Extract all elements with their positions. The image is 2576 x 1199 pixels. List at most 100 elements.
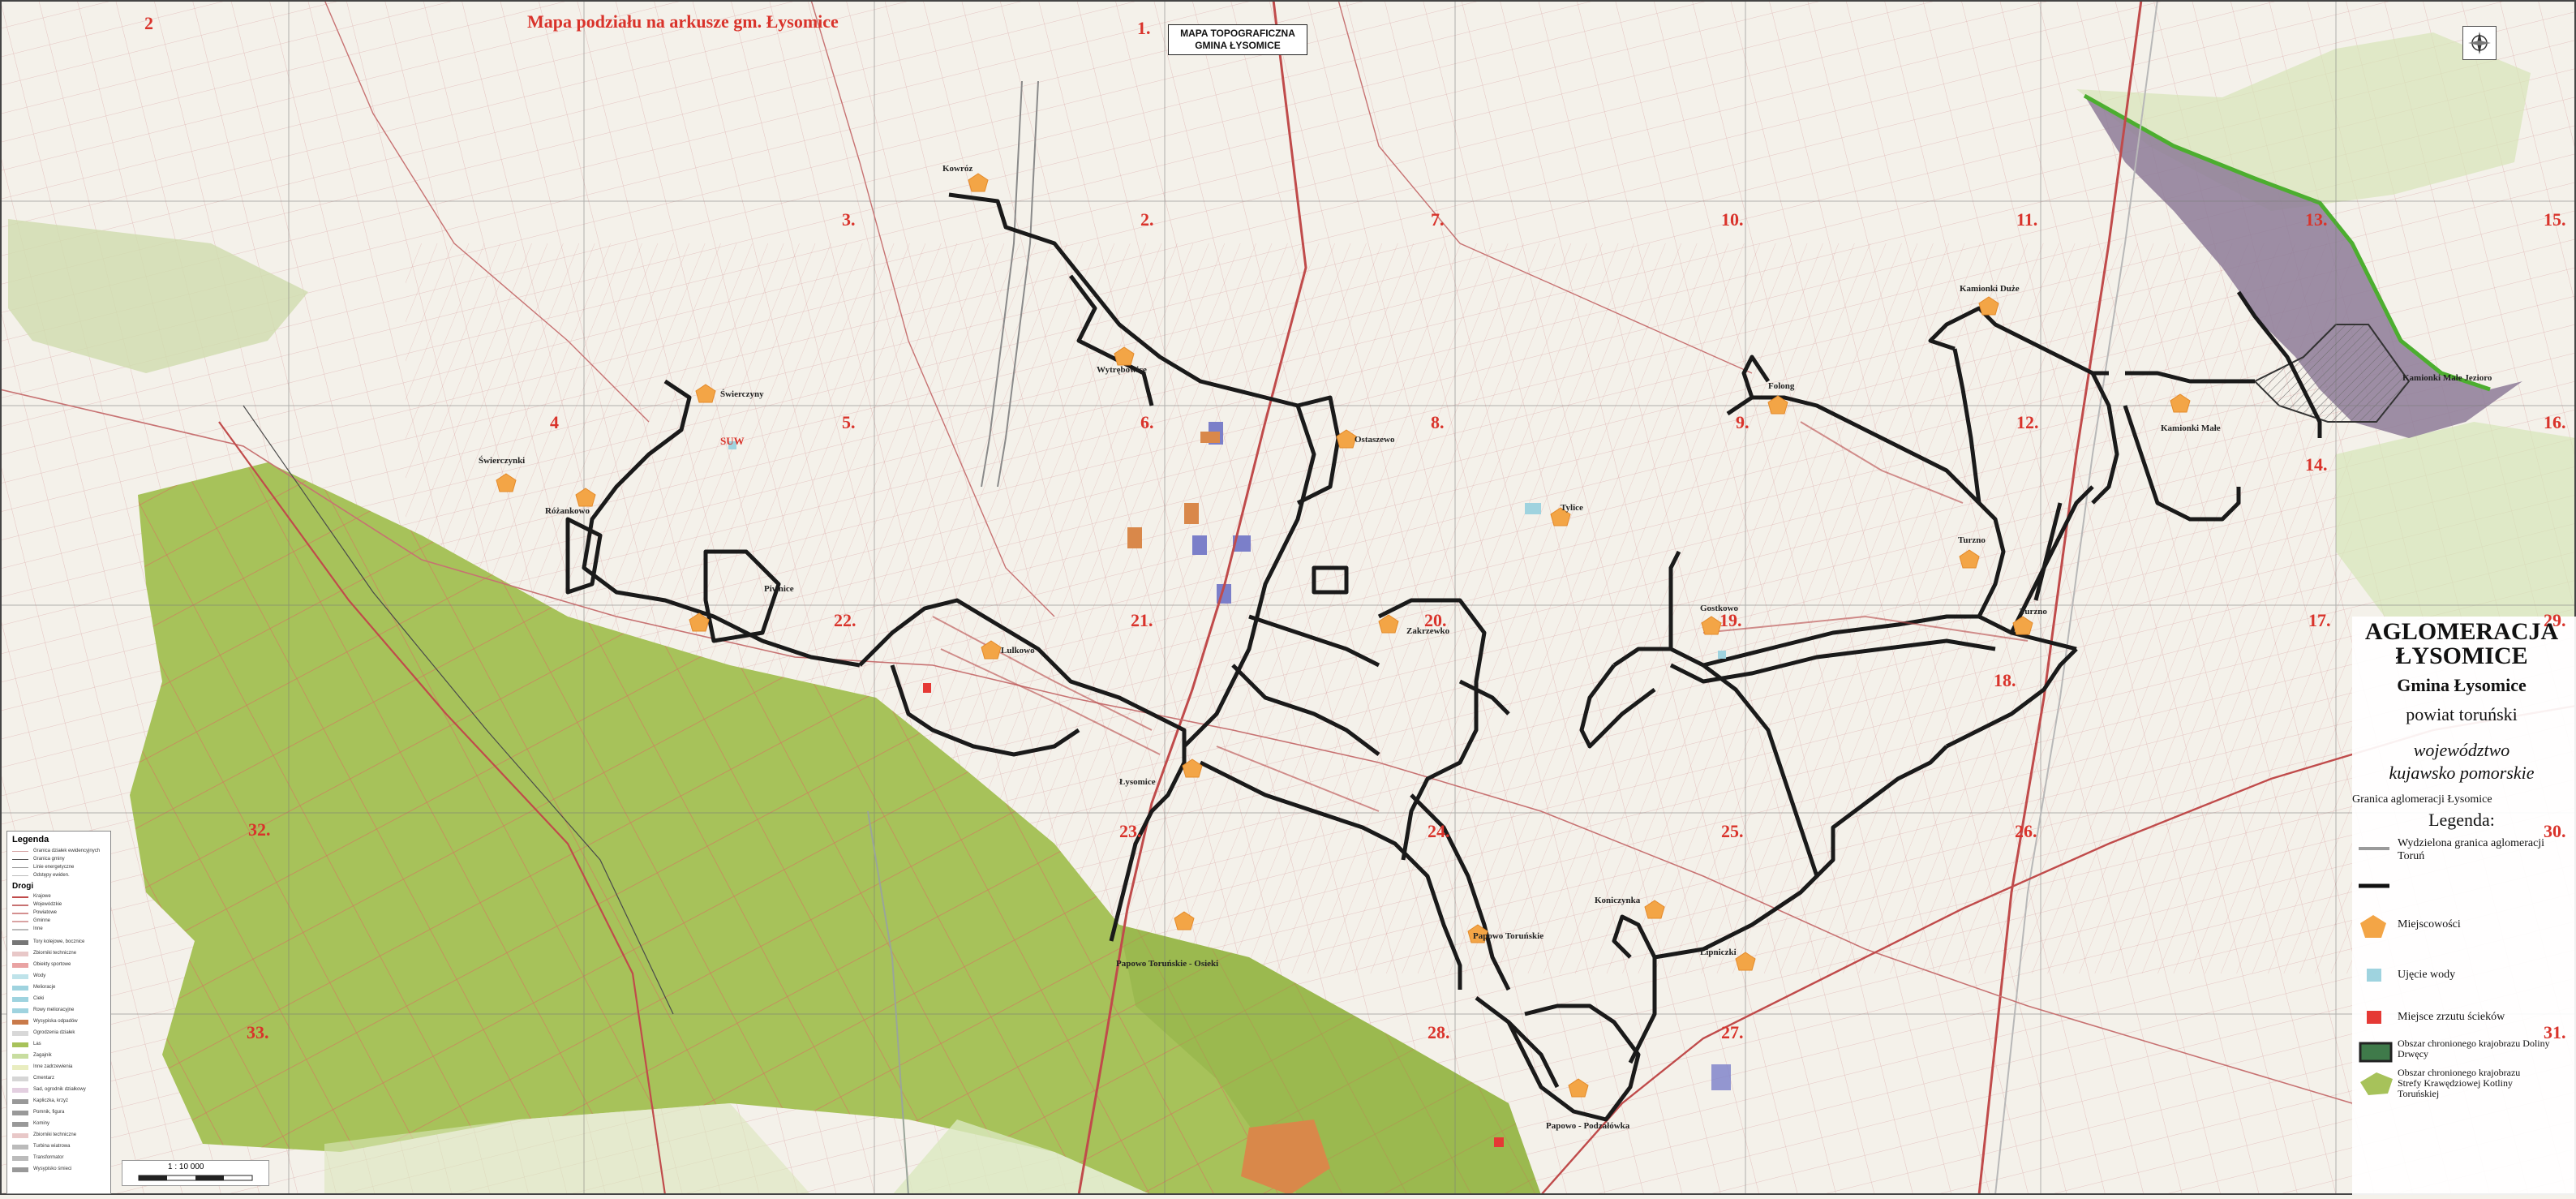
place-label: Kowróz: [942, 164, 973, 174]
legend-swatch: [12, 1054, 28, 1059]
legend-label: Obszar chronionego krajobrazu Strefy Kra…: [2398, 1067, 2521, 1099]
legend-swatch: [12, 929, 28, 930]
voivodeship-label-line2: kujawsko pomorskie: [2389, 763, 2535, 783]
building-block: [1127, 527, 1142, 548]
legend-item: Zbiorniki techniczne: [12, 950, 109, 957]
agglomeration-title: AGLOMERACJA ŁYSOMICE: [2352, 620, 2571, 668]
sheet-number: 1.: [1137, 18, 1151, 38]
legend-swatch: [12, 905, 28, 906]
legend-item: Kapliczka, krzyż: [12, 1098, 109, 1105]
village-marker: [1568, 1078, 1589, 1098]
scale-bar: 1 : 10 000: [122, 1160, 269, 1186]
legend-item: Cieki: [12, 995, 109, 1003]
sheet-number: 19.: [1719, 610, 1742, 630]
village-marker: [1767, 395, 1788, 415]
legend-item-label: Granica gminy: [33, 857, 65, 862]
legend-label: Miejscowości: [2398, 918, 2461, 930]
water-body: [1525, 503, 1541, 514]
legend-item: Kominy: [12, 1120, 109, 1128]
legend-item-label: Linie energetyczne: [33, 865, 75, 870]
water-intake-marker: [1718, 651, 1726, 659]
place-label: Koniczynka: [1595, 896, 1641, 905]
legend-item: Wysypiska odpadów: [12, 1018, 109, 1025]
building-block: [1711, 1064, 1731, 1090]
legend-item: Rowy melioracyjne: [12, 1007, 109, 1014]
sheet-number: 2: [144, 13, 153, 33]
village-marker: [1735, 952, 1756, 971]
meadow-patch: [8, 219, 308, 373]
legend-swatch: [12, 997, 28, 1002]
sheet-number: 28.: [1428, 1022, 1450, 1042]
legend-item-label: Pomnik, figura: [33, 1110, 65, 1115]
legend-swatch: [12, 1099, 28, 1104]
legend-item-label: Gminne: [33, 918, 51, 923]
legend-item-label: Kominy: [33, 1121, 50, 1126]
discharge-marker: [923, 683, 931, 693]
water-intake-legend-icon: [2367, 969, 2381, 982]
legend-item: Turbina wiatrowa: [12, 1143, 109, 1150]
place-label: Łysomice: [1119, 777, 1156, 787]
legend-item: Transformator: [12, 1154, 109, 1162]
legend-swatch: [12, 921, 28, 922]
village-marker: [496, 473, 517, 492]
village-marker: [1114, 346, 1135, 366]
legend-item-label: Inne zadrzewienia: [33, 1064, 73, 1069]
sheet-number: 16.: [2544, 412, 2566, 432]
legend-item-label: Rowy melioracyjne: [33, 1008, 75, 1012]
left-legend-title: Legenda: [12, 835, 49, 844]
village-marker: [2170, 393, 2191, 413]
legend-swatch: [12, 1133, 28, 1138]
legend-swatch: [12, 875, 28, 876]
right-legend-panel: AGLOMERACJA ŁYSOMICE Gmina Łysomice powi…: [2352, 617, 2571, 1119]
legend-item-label: Powiatowe: [33, 910, 58, 915]
sheet-number: 10.: [1721, 209, 1744, 230]
forest-clearing: [892, 1119, 1152, 1195]
sheet-number: 11.: [2016, 209, 2038, 230]
legend-swatch: [12, 940, 28, 945]
powiat-label: powiat toruński: [2406, 704, 2518, 724]
building-block: [1200, 432, 1220, 443]
legend-item-label: Wysypiska odpadów: [33, 1019, 78, 1024]
building-block: [1184, 503, 1199, 524]
legend-swatch: [12, 1077, 28, 1081]
village-marker: [1959, 549, 1980, 569]
right-panel-symbols: [2352, 617, 2576, 1195]
village-markers: [496, 173, 2191, 1098]
legend-item-label: Kapliczka, krzyż: [33, 1098, 69, 1103]
place-label: Tylice: [1561, 503, 1583, 513]
sheet-number: 20.: [1424, 610, 1447, 630]
place-label: Folong: [1768, 381, 1795, 391]
legend-label: Wydzielona granica aglomeracji Toruń: [2398, 837, 2545, 862]
legend-swatch: [12, 1122, 28, 1127]
sheet-number: 29.: [2544, 610, 2566, 630]
legend-item-label: Inne: [33, 926, 43, 931]
legend-item: Odstępy ewiden.: [12, 872, 109, 879]
gmina-label: Gmina Łysomice: [2397, 675, 2527, 695]
place-label: Lulkowo: [1001, 646, 1035, 655]
legend-label: Ujęcie wody: [2398, 969, 2456, 981]
legend-swatch: [12, 896, 28, 898]
legend-item: Zbiorniki techniczne: [12, 1132, 109, 1139]
legend-swatch: [12, 1042, 28, 1047]
village-marker: [2012, 616, 2033, 635]
legend-swatch: [12, 1111, 28, 1115]
sheet-number: 14.: [2305, 454, 2328, 475]
legend-item-label: Zbiorniki techniczne: [33, 951, 77, 956]
sheet-number: 26.: [2015, 821, 2037, 841]
building-block: [1192, 535, 1207, 555]
legend-item-label: Wody: [33, 973, 46, 978]
place-label: Gostkowo: [1700, 604, 1739, 613]
village-marker: [1644, 900, 1665, 919]
sheet-number: 5.: [842, 412, 856, 432]
legend-label: Miejsce zrzutu ścieków: [2398, 1011, 2505, 1023]
legend-item-label: Cieki: [33, 996, 45, 1001]
legend-item-label: Turbina wiatrowa: [33, 1144, 71, 1149]
sheet-number: 24.: [1428, 821, 1450, 841]
map-title: Mapa podziału na arkusze gm. Łysomice: [527, 11, 839, 32]
legend-item: Pomnik, figura: [12, 1109, 109, 1116]
topo-label-line2: GMINA ŁYSOMICE: [1195, 40, 1281, 51]
